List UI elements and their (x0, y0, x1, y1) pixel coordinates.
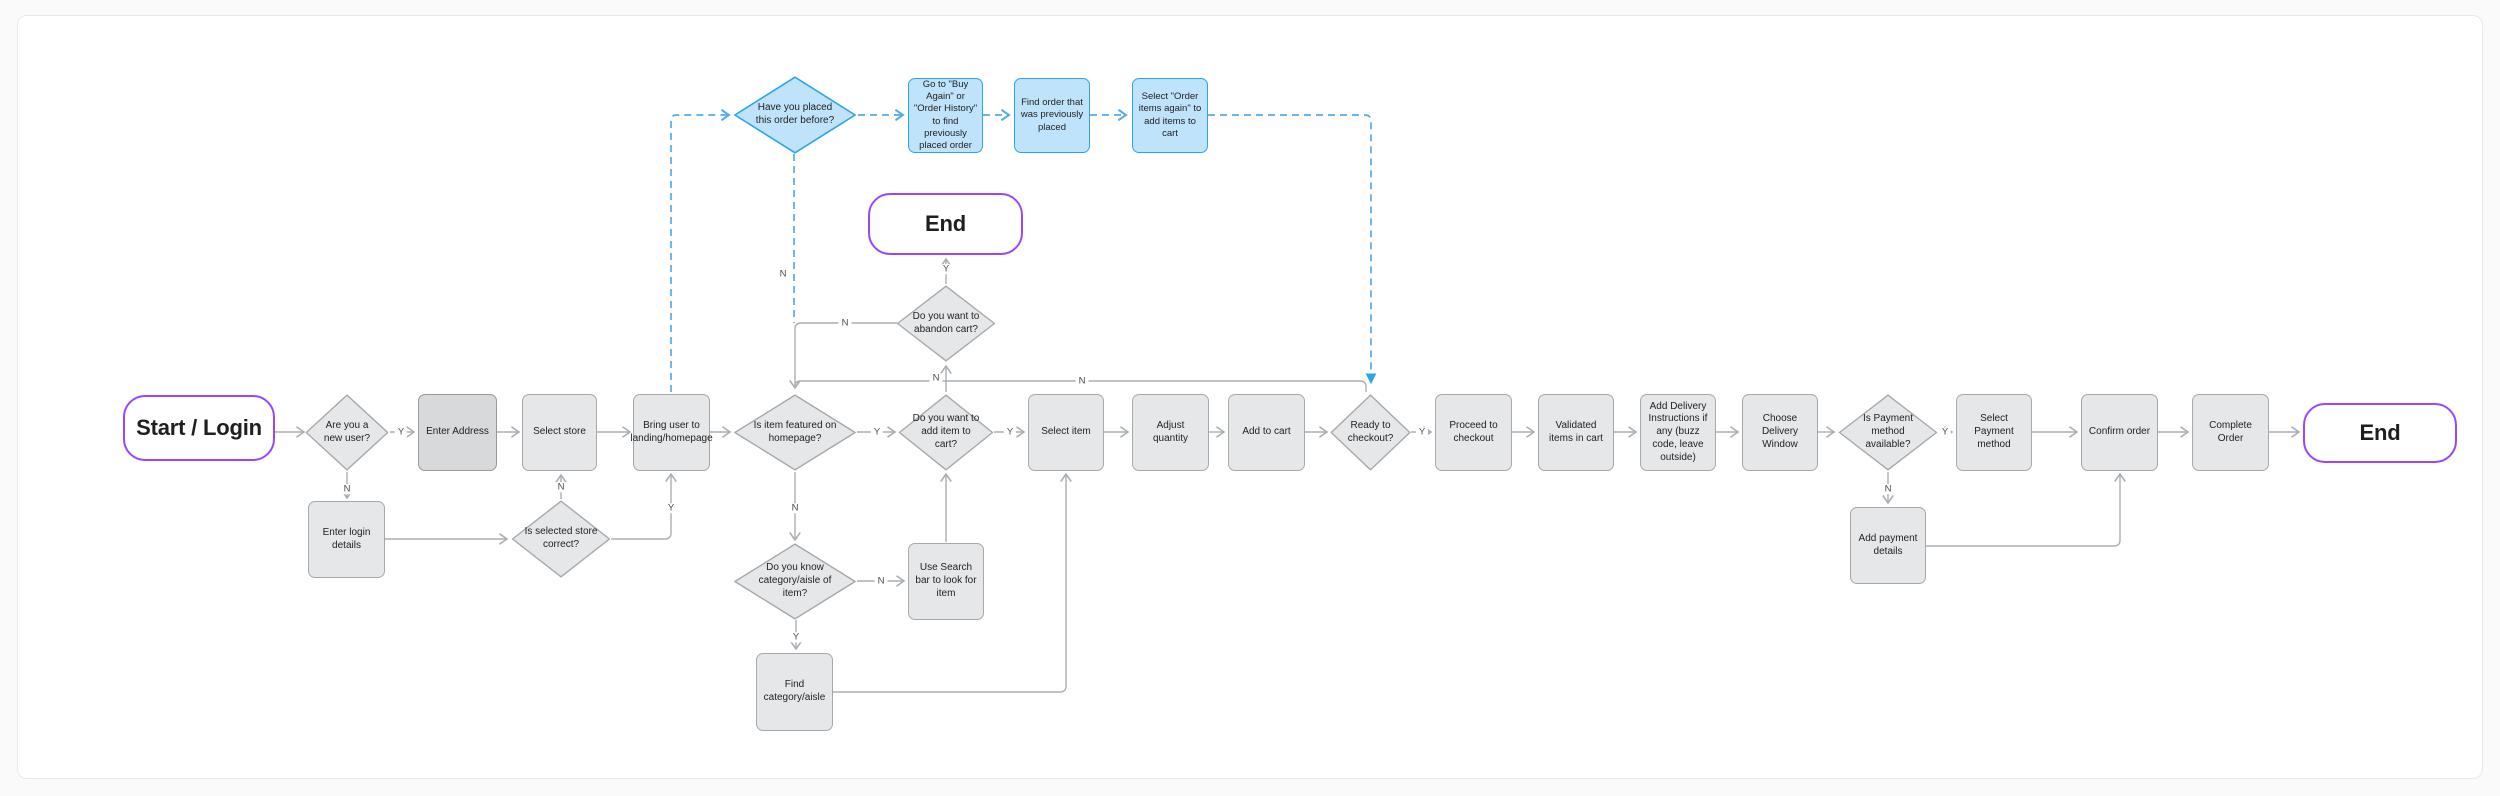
node-label: Add Delivery Instructions if any (buzz c… (1648, 400, 1708, 463)
node-is-selected-store-correct[interactable]: Is selected store correct? (511, 500, 611, 578)
node-label: Are you a new user? (323, 419, 371, 444)
node-proceed-to-checkout[interactable]: Proceed to checkout (1435, 394, 1512, 471)
edge-label-ready-checkout-yes: Y (1415, 427, 1429, 437)
node-label: Choose Delivery Window (1761, 413, 1799, 450)
node-label: Select store (533, 426, 586, 438)
node-label: Validated items in cart (1549, 419, 1603, 444)
node-label: Confirm order (2088, 426, 2151, 438)
node-label: Do you want to add item to cart? (912, 413, 980, 450)
edge-label-featured-no: N (788, 503, 802, 513)
edge-label-add-item-yes: Y (1003, 427, 1017, 437)
node-label: Bring user to landing/homepage (630, 419, 713, 444)
node-go-to-buy-again[interactable]: Go to "Buy Again" or "Order History" to … (908, 78, 983, 153)
node-label: Use Search bar to look for item (915, 562, 977, 599)
node-add-delivery-instructions[interactable]: Add Delivery Instructions if any (buzz c… (1640, 394, 1716, 471)
node-enter-address[interactable]: Enter Address (418, 394, 497, 471)
node-label: Proceed to checkout (1449, 419, 1498, 444)
node-do-you-want-to-abandon-cart[interactable]: Do you want to abandon cart? (896, 285, 996, 362)
node-bring-user-to-homepage[interactable]: Bring user to landing/homepage (630, 394, 713, 471)
diamond-shape (896, 285, 996, 362)
node-label: Enter Address (426, 426, 489, 438)
node-have-you-placed-order-before[interactable]: Have you placed this order before? (733, 76, 857, 154)
node-label: Start / Login (136, 414, 262, 440)
node-ready-to-checkout[interactable]: Ready to checkout? (1330, 394, 1411, 471)
node-start-login[interactable]: Start / Login (123, 395, 275, 461)
node-label: Is item featured on homepage? (753, 419, 837, 444)
edge-label-payment-no: N (1881, 484, 1895, 494)
node-use-search-bar[interactable]: Use Search bar to look for item (908, 543, 984, 620)
node-do-you-know-category-aisle[interactable]: Do you know category/aisle of item? (733, 543, 857, 620)
edge-label-store-correct-no: N (554, 482, 568, 492)
node-adjust-quantity[interactable]: Adjust quantity (1132, 394, 1209, 471)
node-add-to-cart[interactable]: Add to cart (1228, 394, 1305, 471)
node-is-item-featured[interactable]: Is item featured on homepage? (733, 394, 857, 471)
node-find-category-aisle[interactable]: Find category/aisle (756, 653, 833, 731)
node-select-item[interactable]: Select item (1028, 394, 1104, 471)
edge-label-know-category-no: N (874, 576, 888, 586)
node-label: Find category/aisle (763, 679, 826, 703)
edge-label-abandon-no: N (838, 318, 852, 328)
node-label: Do you know category/aisle of item? (758, 562, 832, 599)
node-add-payment-details[interactable]: Add payment details (1850, 507, 1926, 584)
node-select-payment-method[interactable]: Select Payment method (1956, 394, 2032, 471)
edge-label-placed-before-no: N (776, 269, 790, 279)
node-label: End (2359, 419, 2401, 445)
diamond-shape (733, 394, 857, 471)
node-end-complete[interactable]: End (2303, 403, 2457, 463)
edge-label-ready-checkout-no: N (1075, 376, 1089, 386)
node-validated-items-in-cart[interactable]: Validated items in cart (1538, 394, 1614, 471)
node-end-abandon[interactable]: End (868, 193, 1023, 255)
diamond-shape (305, 394, 389, 471)
node-are-you-a-new-user[interactable]: Are you a new user? (305, 394, 389, 471)
node-label: Complete Order (2209, 419, 2252, 444)
node-label: Adjust quantity (1152, 419, 1189, 444)
node-label: End (925, 210, 966, 236)
diamond-shape (1838, 394, 1938, 471)
node-do-you-want-to-add-item[interactable]: Do you want to add item to cart? (898, 394, 994, 471)
node-is-payment-method-available[interactable]: Is Payment method available? (1838, 394, 1938, 471)
node-enter-login-details[interactable]: Enter login details (308, 501, 385, 578)
node-label: Ready to checkout? (1347, 419, 1394, 444)
edge-label-store-correct-yes: Y (664, 503, 678, 513)
edge-label-featured-yes: Y (870, 427, 884, 437)
edge-label-add-item-no: N (929, 373, 943, 383)
node-label: Find order that was previously placed (1020, 97, 1084, 133)
node-label: Select item (1041, 426, 1091, 438)
node-confirm-order[interactable]: Confirm order (2081, 394, 2158, 471)
node-select-order-items-again[interactable]: Select "Order items again" to add items … (1132, 78, 1208, 153)
edge-label-know-category-yes: Y (789, 632, 803, 642)
diamond-shape (898, 394, 994, 471)
diamond-shape (511, 500, 611, 578)
node-label: Is selected store correct? (524, 526, 598, 550)
node-label: Add to cart (1242, 426, 1291, 438)
edge-label-new-user-yes: Y (394, 427, 408, 437)
edge-label-payment-yes: Y (1938, 427, 1952, 437)
diamond-shape (733, 76, 857, 154)
node-label: Select "Order items again" to add items … (1138, 91, 1202, 139)
node-label: Is Payment method available? (1862, 413, 1914, 450)
node-complete-order[interactable]: Complete Order (2192, 394, 2269, 471)
edge-label-new-user-no: N (340, 484, 354, 494)
diamond-shape (1330, 394, 1411, 471)
node-label: Go to "Buy Again" or "Order History" to … (913, 79, 978, 151)
node-label: Have you placed this order before? (755, 102, 835, 126)
node-label: Select Payment method (1974, 413, 2014, 450)
node-choose-delivery-window[interactable]: Choose Delivery Window (1742, 394, 1818, 471)
node-find-order-previously-placed[interactable]: Find order that was previously placed (1014, 78, 1090, 153)
node-label: Do you want to abandon cart? (912, 310, 980, 335)
node-select-store[interactable]: Select store (522, 394, 597, 471)
edge-label-abandon-yes: Y (939, 264, 953, 274)
diamond-shape (733, 543, 857, 620)
node-label: Enter login details (322, 526, 371, 551)
node-label: Add payment details (1858, 532, 1918, 557)
